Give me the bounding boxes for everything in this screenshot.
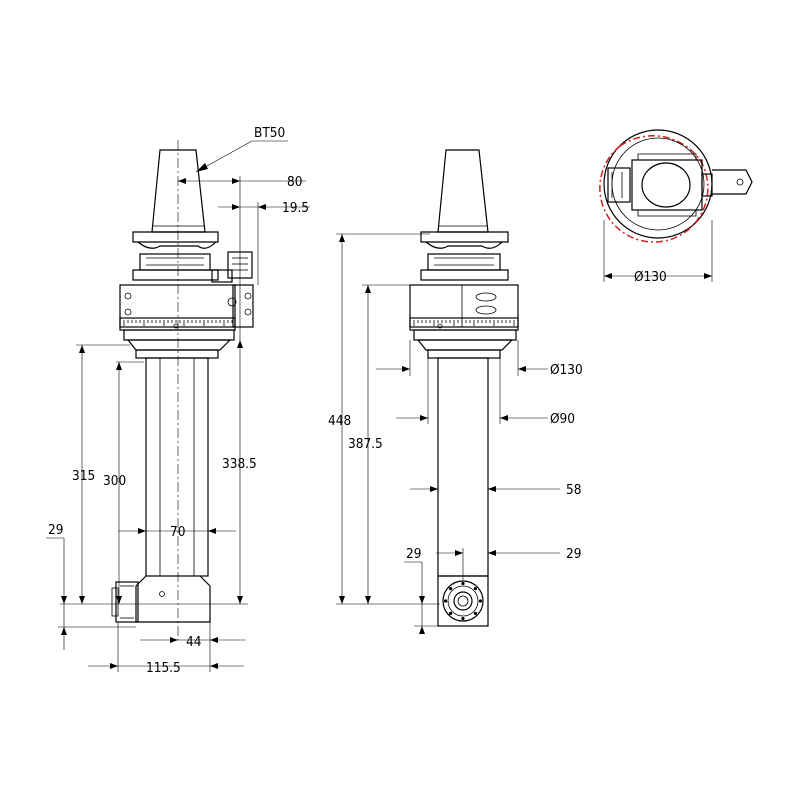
middle-dimensions: 448 387.5 Ø130 Ø90 58 (328, 233, 583, 634)
head-bolt (443, 599, 448, 603)
head-bolt (449, 587, 453, 591)
middle-view (409, 149, 519, 627)
label-dim-dia130-top: Ø130 (634, 269, 667, 285)
label-dim-300: 300 (103, 473, 126, 489)
label-bt50: BT50 (254, 125, 285, 141)
label-dim-dia90: Ø90 (550, 411, 575, 427)
label-dim-29-mid-left: 29 (406, 546, 421, 562)
label-dim-387-5: 387.5 (348, 436, 383, 452)
label-dim-58: 58 (566, 482, 581, 498)
label-dim-315: 315 (72, 468, 95, 484)
head-bolt (478, 599, 483, 603)
head-bolt (473, 611, 477, 616)
label-dim-dia130-side: Ø130 (550, 362, 583, 378)
left-dimensions: BT50 80 19.5 338.5 315 300 (46, 125, 310, 676)
label-dim-448: 448 (328, 413, 351, 429)
label-dim-115-5: 115.5 (146, 660, 181, 676)
label-dim-19-5: 19.5 (282, 200, 309, 216)
head-bolt (473, 587, 477, 591)
left-view (111, 140, 254, 640)
head-bolt (461, 616, 465, 621)
label-dim-44: 44 (186, 634, 202, 650)
label-dim-70: 70 (170, 524, 185, 540)
label-dim-80: 80 (287, 174, 302, 190)
top-view: Ø130 (599, 129, 753, 285)
label-dim-29-mid-right: 29 (566, 546, 581, 562)
head-bolt (461, 581, 465, 586)
head-bolt (449, 611, 453, 616)
label-dim-29-left: 29 (48, 522, 63, 538)
label-dim-338-5: 338.5 (222, 456, 257, 472)
